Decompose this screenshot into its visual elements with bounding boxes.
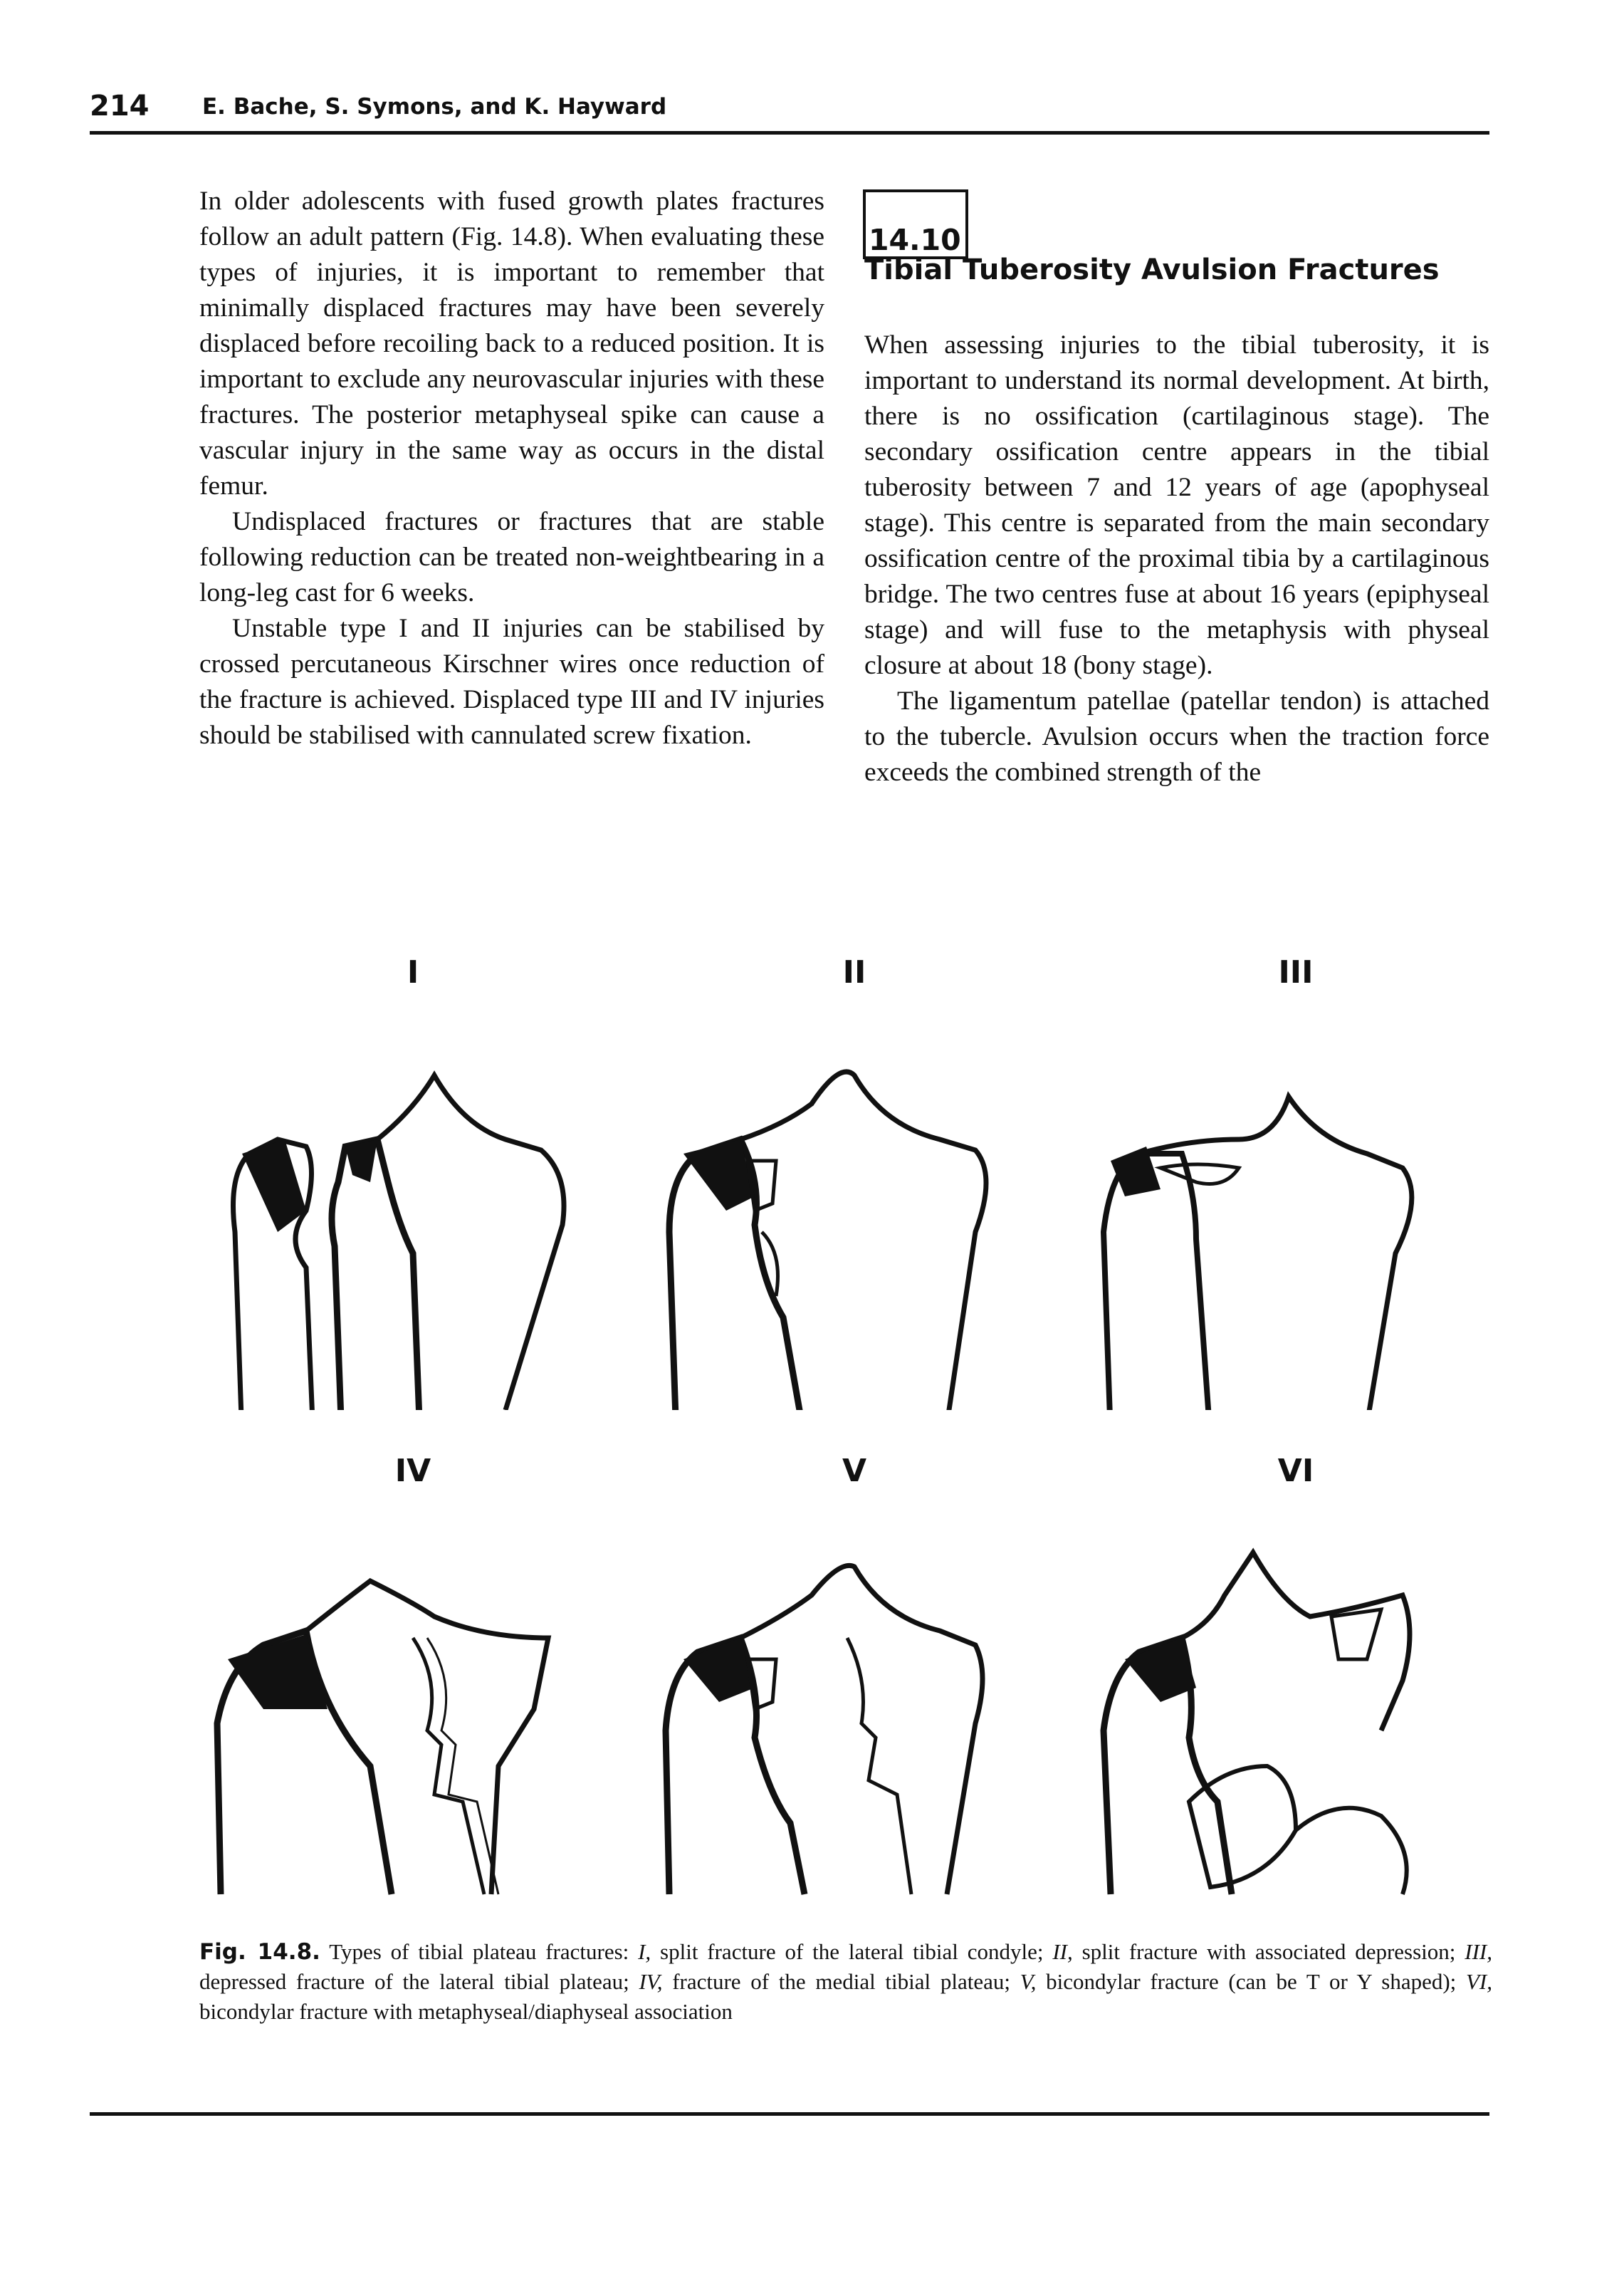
panel-label: I [407,954,419,991]
section-number: 14.10 [863,189,968,259]
panel-label: IV [394,1453,431,1489]
depressed-lateral-plateau-fracture-drawing-icon [1100,1091,1415,1410]
caption-segment: fracture of the medial tibial plateau; [662,1969,1020,1994]
right-column: When assessing injuries to the tibial tu… [864,328,1489,790]
body-paragraph: In older adolescents with fused growth p… [199,187,824,501]
header-rule [90,131,1489,135]
figure-14-8: I II III IV [199,954,1509,1923]
bicondylar-fracture-drawing-icon [662,1562,985,1895]
running-head: 214 E. Bache, S. Symons, and K. Hayward [90,83,1489,140]
figure-caption: Fig. 14.8. Types of tibial plateau fract… [199,1937,1492,2027]
panel-label: V [842,1453,867,1489]
figure-panel: IV [199,1453,627,1909]
caption-panel-ref: VI, [1465,1969,1492,1994]
caption-label: Fig. 14.8. [199,1939,320,1965]
body-paragraph: When assessing injuries to the tibial tu… [864,330,1489,680]
caption-panel-ref: II, [1052,1939,1073,1964]
body-paragraph: Undisplaced fractures or fractures that … [199,507,824,607]
caption-panel-ref: V, [1020,1969,1037,1994]
figure-panel: II [641,954,1068,1410]
figure-panel: III [1082,954,1509,1410]
left-column: In older adolescents with fused growth p… [199,184,824,753]
split-lateral-condyle-fracture-drawing-icon [231,1070,567,1410]
medial-plateau-fracture-drawing-icon [214,1577,552,1895]
caption-text: Types of tibial plateau fractures: I, sp… [199,1939,1492,2024]
running-head-authors: E. Bache, S. Symons, and K. Hayward [202,94,667,120]
panel-label: III [1278,954,1314,991]
body-paragraph: Unstable type I and II injuries can be s… [199,614,824,750]
split-depression-fracture-drawing-icon [666,1069,989,1410]
panel-label: II [842,954,866,991]
caption-panel-ref: III, [1465,1939,1492,1964]
body-paragraph: The ligamentum patellae (patellar tendon… [864,686,1489,787]
figure-panel: V [641,1453,1068,1909]
figure-panel: VI [1082,1453,1509,1909]
caption-segment: depressed fracture of the lateral tibial… [199,1969,639,1994]
footer-rule [90,2112,1489,2116]
caption-panel-ref: I, [638,1939,651,1964]
caption-segment: split fracture with associated depressio… [1072,1939,1465,1964]
figure-panel: I [199,954,627,1410]
page-number: 214 [90,90,150,122]
caption-segment: Types of tibial plateau fractures: [320,1939,639,1964]
bicondylar-metaphyseal-fracture-drawing-icon [1100,1547,1413,1895]
caption-segment: split fracture of the lateral tibial con… [651,1939,1053,1964]
panel-label: VI [1277,1453,1314,1489]
section-title: Tibial Tuberosity Avulsion Fractures [864,254,1440,286]
caption-segment: bicondylar fracture with metaphyseal/dia… [199,1999,733,2024]
caption-panel-ref: IV, [639,1969,663,1994]
caption-segment: bicondylar fracture (can be T or Y shape… [1036,1969,1466,1994]
